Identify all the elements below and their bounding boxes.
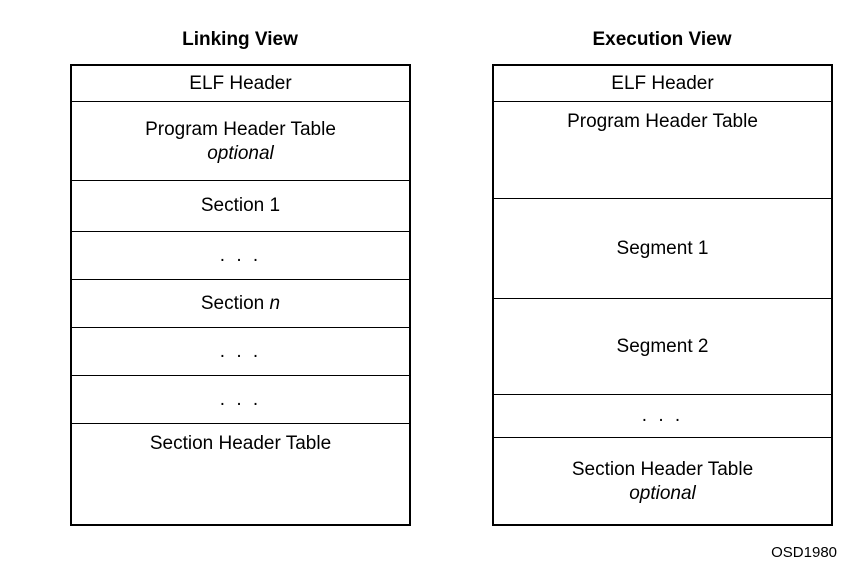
row-segment-1: Segment 1 [494,199,831,299]
row-section-n: Section n [72,280,409,328]
row-label: . . . [219,244,262,266]
row-label: . . . [219,340,262,362]
row-label: Section 1 [200,195,281,216]
row-section-header-table: Section Header Table [72,424,409,524]
row-ellipsis-2: . . . [72,328,409,376]
row-label: Program Header Table [145,118,336,140]
figure-reference-tag: OSD1980 [771,544,837,561]
row-label: Section n [200,292,281,314]
row-label: . . . [641,405,684,426]
row-sublabel: optional [629,482,696,504]
execution-view-title: Execution View [592,29,732,50]
linking-view-title: Linking View [182,29,298,50]
row-label: Section Header Table [149,433,332,454]
row-elf-header: ELF Header [72,66,409,102]
row-label: ELF Header [611,72,714,94]
row-ellipsis-3: . . . [72,376,409,424]
row-elf-header: ELF Header [494,66,831,102]
row-ellipsis-1: . . . [494,395,831,438]
row-label: Segment 2 [616,335,709,357]
row-ellipsis-1: . . . [72,232,409,280]
row-section-1: Section 1 [72,181,409,232]
row-sublabel: optional [207,142,274,164]
row-segment-2: Segment 2 [494,299,831,395]
row-label: Section Header Table [571,458,754,480]
row-label: Segment 1 [616,237,709,259]
row-label: ELF Header [189,72,292,94]
row-label: Program Header Table [567,111,758,132]
row-label-emphasis: n [269,292,281,314]
row-program-header-table: Program Header Table [494,102,831,199]
row-label: . . . [219,388,262,410]
